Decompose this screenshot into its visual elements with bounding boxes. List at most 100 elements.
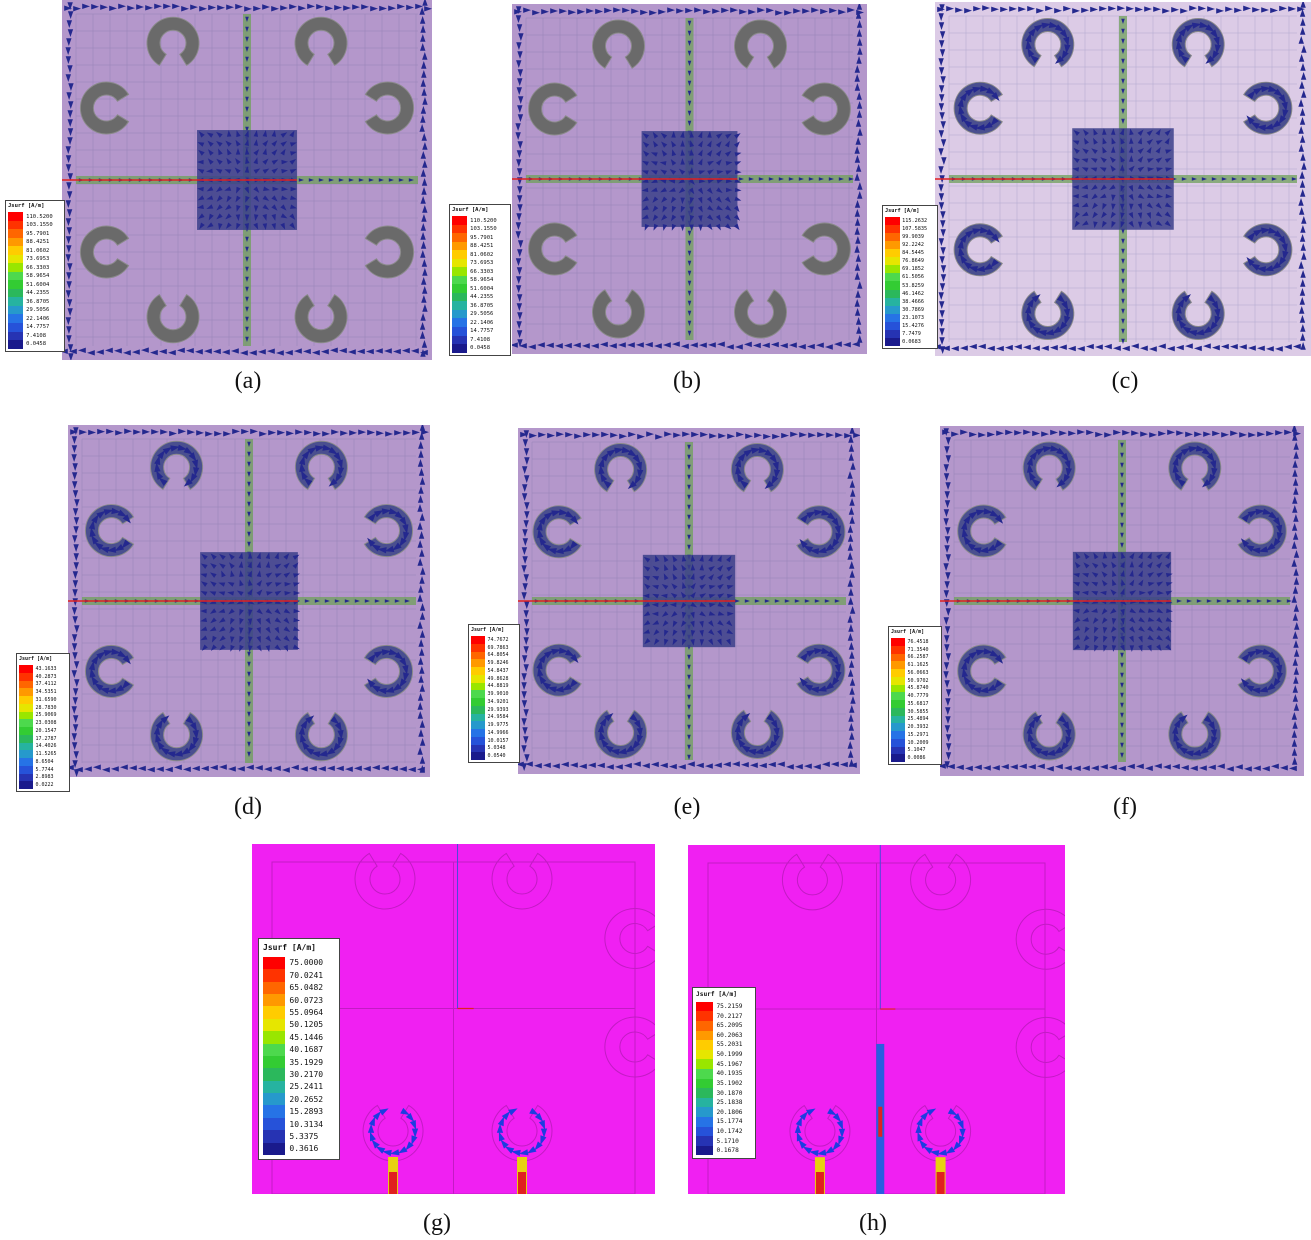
resonators	[528, 19, 851, 339]
current-arrow	[730, 7, 738, 13]
current-arrow	[707, 131, 712, 138]
current-arrow	[733, 223, 740, 231]
current-arrow	[1111, 194, 1116, 202]
current-arrow	[1175, 304, 1182, 314]
current-arrow	[680, 602, 687, 609]
legend-value: 95.7901	[470, 234, 494, 241]
current-arrow	[71, 454, 77, 462]
current-arrow	[774, 599, 780, 603]
current-arrow	[1146, 146, 1152, 154]
current-arrow	[363, 766, 371, 772]
current-arrow	[271, 6, 279, 12]
legend-value: 76.8649	[902, 258, 925, 265]
current-arrow	[538, 432, 546, 438]
current-arrow	[121, 539, 131, 549]
current-arrow	[857, 128, 863, 136]
current-arrow	[192, 736, 200, 747]
current-arrow	[1180, 447, 1191, 456]
current-arrow	[421, 61, 427, 69]
legend-value: 7.4108	[26, 332, 47, 339]
current-arrow	[687, 454, 691, 460]
current-arrow	[1184, 750, 1194, 757]
stub-current-hot	[389, 1172, 398, 1194]
current-arrow	[1104, 343, 1112, 350]
current-arrow	[726, 620, 733, 627]
legend-swatch	[891, 669, 905, 677]
current-arrow	[672, 573, 678, 581]
current-arrow	[650, 161, 658, 166]
current-arrow	[1191, 22, 1202, 29]
current-arrow	[772, 461, 779, 472]
current-arrow	[1035, 447, 1045, 456]
current-arrow	[1175, 32, 1182, 43]
current-arrow	[141, 347, 149, 353]
current-arrow	[524, 475, 530, 483]
legend-value: 59.8246	[487, 660, 509, 667]
legend-swatch	[452, 241, 468, 251]
legend-row: 76.8649	[885, 257, 935, 266]
current-arrow	[1292, 478, 1299, 486]
current-arrow	[1110, 211, 1116, 219]
current-arrow	[806, 1108, 816, 1116]
current-arrow	[708, 602, 716, 608]
current-arrow	[105, 347, 113, 354]
current-arrow	[1300, 2, 1306, 8]
current-arrow	[1121, 38, 1125, 44]
current-arrow	[968, 124, 979, 131]
current-arrow	[822, 761, 830, 767]
current-arrow	[697, 205, 703, 213]
current-arrow	[945, 1146, 956, 1154]
current-arrow	[235, 3, 243, 10]
current-arrow	[972, 228, 982, 235]
current-arrow	[1300, 189, 1306, 197]
current-arrow	[205, 431, 213, 437]
current-arrow	[65, 164, 72, 172]
current-arrow	[699, 630, 704, 637]
current-arrow	[168, 350, 176, 356]
current-arrow	[678, 187, 686, 194]
current-arrow	[1217, 763, 1225, 769]
current-arrow	[653, 140, 659, 148]
current-arrow	[1019, 763, 1027, 770]
current-arrow	[824, 682, 835, 691]
current-arrow	[1171, 7, 1179, 13]
current-arrow	[680, 140, 685, 147]
current-arrow	[375, 348, 383, 354]
current-arrow	[669, 602, 677, 608]
current-arrow	[66, 272, 72, 280]
current-arrow	[1261, 177, 1267, 181]
current-arrow	[821, 647, 831, 654]
current-arrow	[795, 1116, 802, 1127]
legend-value: 31.6590	[35, 696, 57, 703]
current-arrow	[1138, 221, 1143, 229]
current-arrow	[1101, 617, 1108, 624]
current-arrow	[1099, 590, 1107, 596]
current-arrow	[856, 4, 863, 10]
current-arrow	[1292, 613, 1299, 621]
current-arrow	[1128, 193, 1134, 201]
current-arrow	[1300, 153, 1306, 161]
current-arrow	[1138, 552, 1143, 560]
legend-value: 92.2242	[902, 242, 925, 249]
current-arrow	[247, 721, 251, 727]
legend-value: 43.1633	[35, 665, 57, 672]
current-arrow	[228, 608, 235, 615]
current-arrow	[186, 347, 194, 354]
current-arrow	[945, 698, 951, 706]
current-arrow	[726, 566, 733, 572]
split-ring-resonator	[491, 852, 553, 910]
current-arrow	[715, 150, 722, 157]
current-arrow	[856, 20, 863, 28]
current-arrow	[1120, 532, 1124, 538]
legend-value: 66.3303	[470, 268, 494, 275]
current-arrow	[303, 477, 313, 486]
current-arrow	[1165, 552, 1171, 560]
current-arrow	[938, 67, 945, 75]
current-arrow	[609, 343, 617, 349]
current-arrow	[299, 462, 306, 473]
split-ring-resonator	[789, 1104, 851, 1162]
current-arrow	[687, 664, 691, 670]
current-arrow	[94, 542, 104, 551]
current-arrow	[1216, 8, 1224, 14]
